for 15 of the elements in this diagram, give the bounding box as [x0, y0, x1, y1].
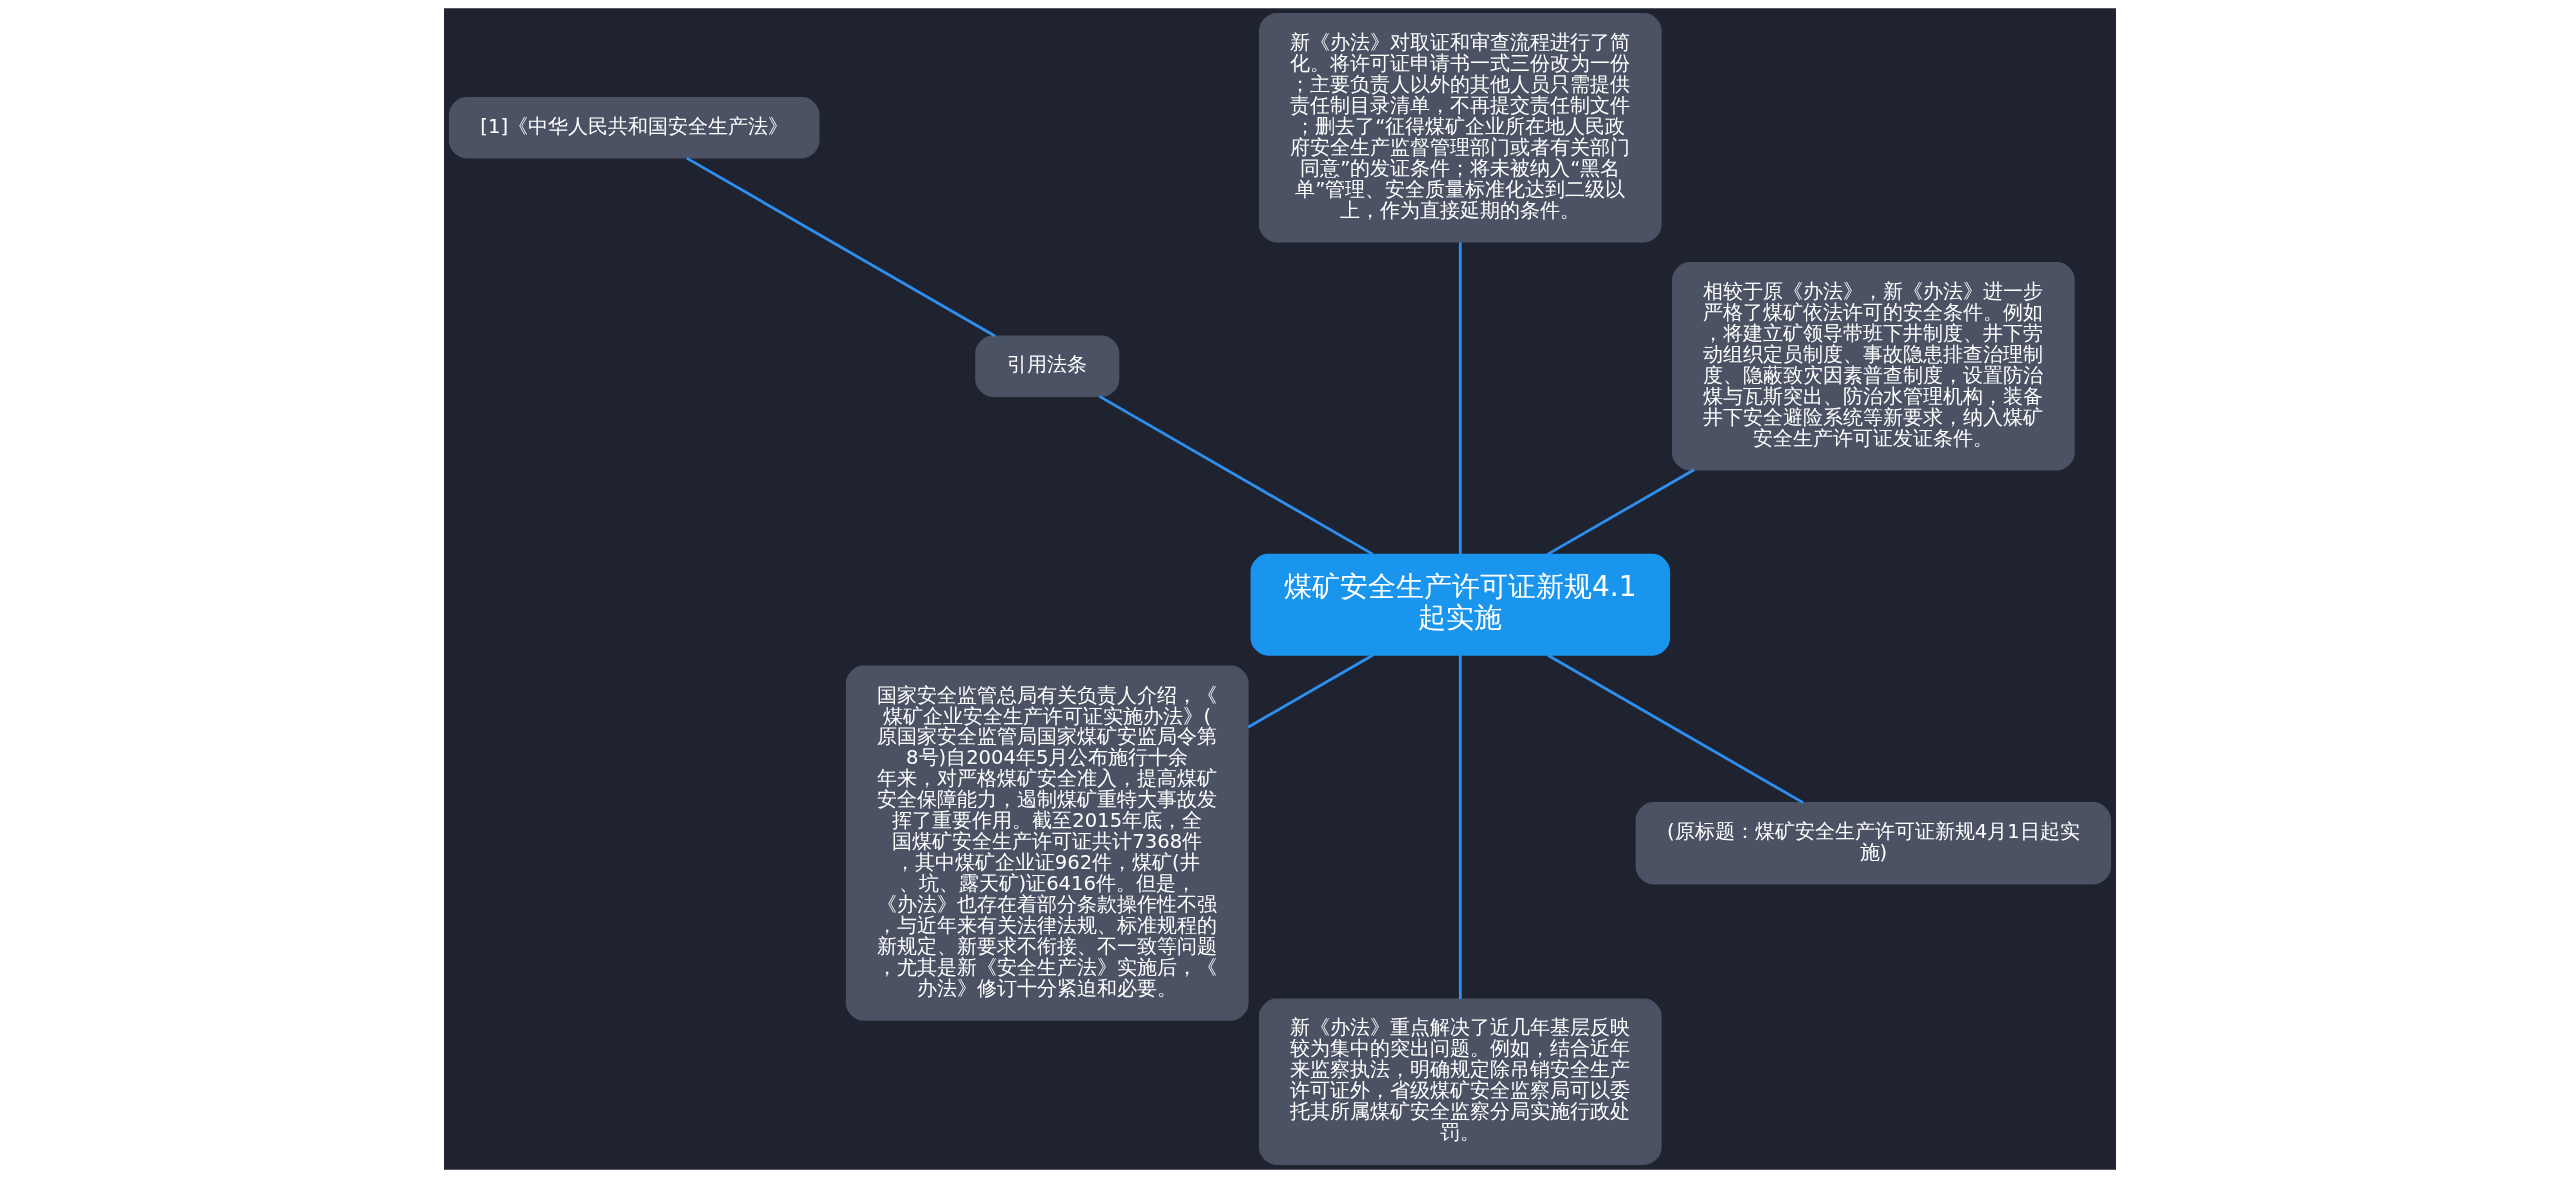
- connector: [1547, 654, 1804, 804]
- node-box: 煤矿安全生产许可证新规4.1起实施: [1250, 553, 1671, 656]
- connector: [1458, 655, 1462, 999]
- connector: [1247, 654, 1374, 729]
- node-box: (原标题：煤矿安全生产许可证新规4月1日起实施): [1635, 801, 2112, 885]
- node-box: 国家安全监管总局有关负责人介绍，《煤矿企业安全生产许可证实施办法》(原国家安全监管局国家煤矿安监局令第8号)自2004年5月公布施行十余年来，对严格煤矿安全准入，提高煤矿安全保障能力，遏制煤矿重特大事故发挥了重要作用。截至2015年底，全国煤矿安全生产许可证共计7368件，其中煤矿企业证962件，煤矿(井、坑、露天矿)证6416件。但是，《办法》也存在着部分条款操作性不强，与近年来有关法律法规、标准规程的新规定、新要求不衔接、不一致等问题，尤其是新《安全生产法》实施后，《办法》修订十分紧迫和必要。: [845, 665, 1249, 1021]
- connector: [1547, 468, 1695, 556]
- connector: [1098, 395, 1374, 556]
- node-box: 引用法条: [975, 335, 1120, 398]
- connector: [1458, 242, 1462, 555]
- connector: [686, 156, 996, 338]
- node-box: [1]《中华人民共和国安全生产法》: [448, 97, 820, 159]
- node-box: 相较于原《办法》，新《办法》进一步严格了煤矿依法许可的安全条件。例如，将建立矿领导带班下井制度、井下劳动组织定员制度、事故隐患排查治理制度、隐蔽致灾因素普查制度，设置防治煤与瓦斯突出、防治水管理机构，装备井下安全避险系统等新要求，纳入煤矿安全生产许可证发证条件。: [1671, 262, 2075, 471]
- node-box: 新《办法》重点解决了近几年基层反映较为集中的突出问题。例如，结合近年来监察执法，明确规定除吊销安全生产许可证外，省级煤矿安全监察局可以委托其所属煤矿安全监察分局实施行政处罚。: [1258, 998, 1662, 1165]
- node-box: 新《办法》对取证和审查流程进行了简化。将许可证申请书一式三份改为一份；主要负责人以外的其他人员只需提供责任制目录清单，不再提交责任制文件；删去了“征得煤矿企业所在地人民政府安全生产监督管理部门或者有关部门同意”的发证条件；将未被纳入“黑名单”管理、安全质量标准化达到二级以上，作为直接延期的条件。: [1258, 13, 1662, 243]
